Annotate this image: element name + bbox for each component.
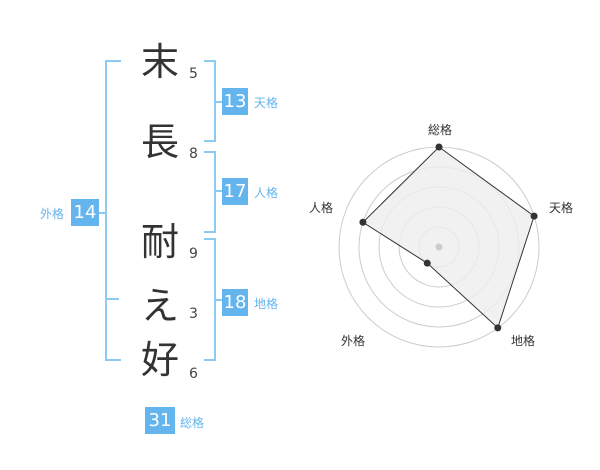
tenkaku-bracket-tick: [216, 101, 222, 103]
soukaku-value: 31: [145, 407, 175, 434]
radar-axis-label-tenkaku: 天格: [549, 201, 574, 215]
radar-series-area: [362, 146, 535, 329]
stroke-count-1: 5: [189, 66, 198, 82]
name-char-2: 長: [140, 120, 179, 164]
stroke-count-3: 9: [189, 246, 198, 262]
jinkaku-label: 人格: [254, 186, 279, 200]
stroke-count-2: 8: [189, 146, 198, 162]
radar-axis-label-gaikaku: 外格: [341, 334, 366, 348]
tenkaku-label: 天格: [254, 96, 279, 110]
tenkaku-value: 13: [222, 88, 248, 115]
jinkaku-bracket-tick: [216, 190, 222, 192]
gaikaku-bracket-tick: [97, 212, 105, 214]
radar-center-dot: [435, 243, 443, 251]
stroke-count-5: 6: [189, 366, 198, 382]
radar-axis-label-jinkaku: 人格: [309, 201, 334, 215]
chikaku-bracket: [204, 238, 216, 361]
soukaku-label: 総格: [180, 416, 205, 430]
radar-point-5: [359, 218, 367, 226]
stroke-count-4: 3: [189, 306, 198, 322]
radar-point-4: [423, 259, 431, 267]
tenkaku-bracket: [204, 60, 216, 142]
gaikaku-value: 14: [71, 199, 99, 226]
jinkaku-bracket: [204, 151, 216, 233]
jinkaku-value: 17: [222, 178, 248, 205]
gaikaku-bracket-split: [105, 298, 119, 300]
chikaku-bracket-tick: [216, 299, 222, 301]
radar-point-1: [435, 143, 443, 151]
name-char-3: 耐: [140, 220, 179, 264]
gaikaku-bracket: [105, 60, 121, 361]
radar-axis-label-chikaku: 地格: [511, 334, 536, 348]
gaikaku-label: 外格: [40, 207, 65, 221]
radar-axis-label-soukaku: 総格: [428, 123, 453, 137]
radar-point-2: [530, 212, 538, 220]
radar-point-3: [494, 324, 502, 332]
name-char-1: 末: [140, 40, 179, 84]
name-char-5: 好: [140, 338, 179, 382]
chikaku-value: 18: [222, 289, 248, 316]
name-char-4: え: [140, 284, 179, 328]
chikaku-label: 地格: [254, 297, 279, 311]
